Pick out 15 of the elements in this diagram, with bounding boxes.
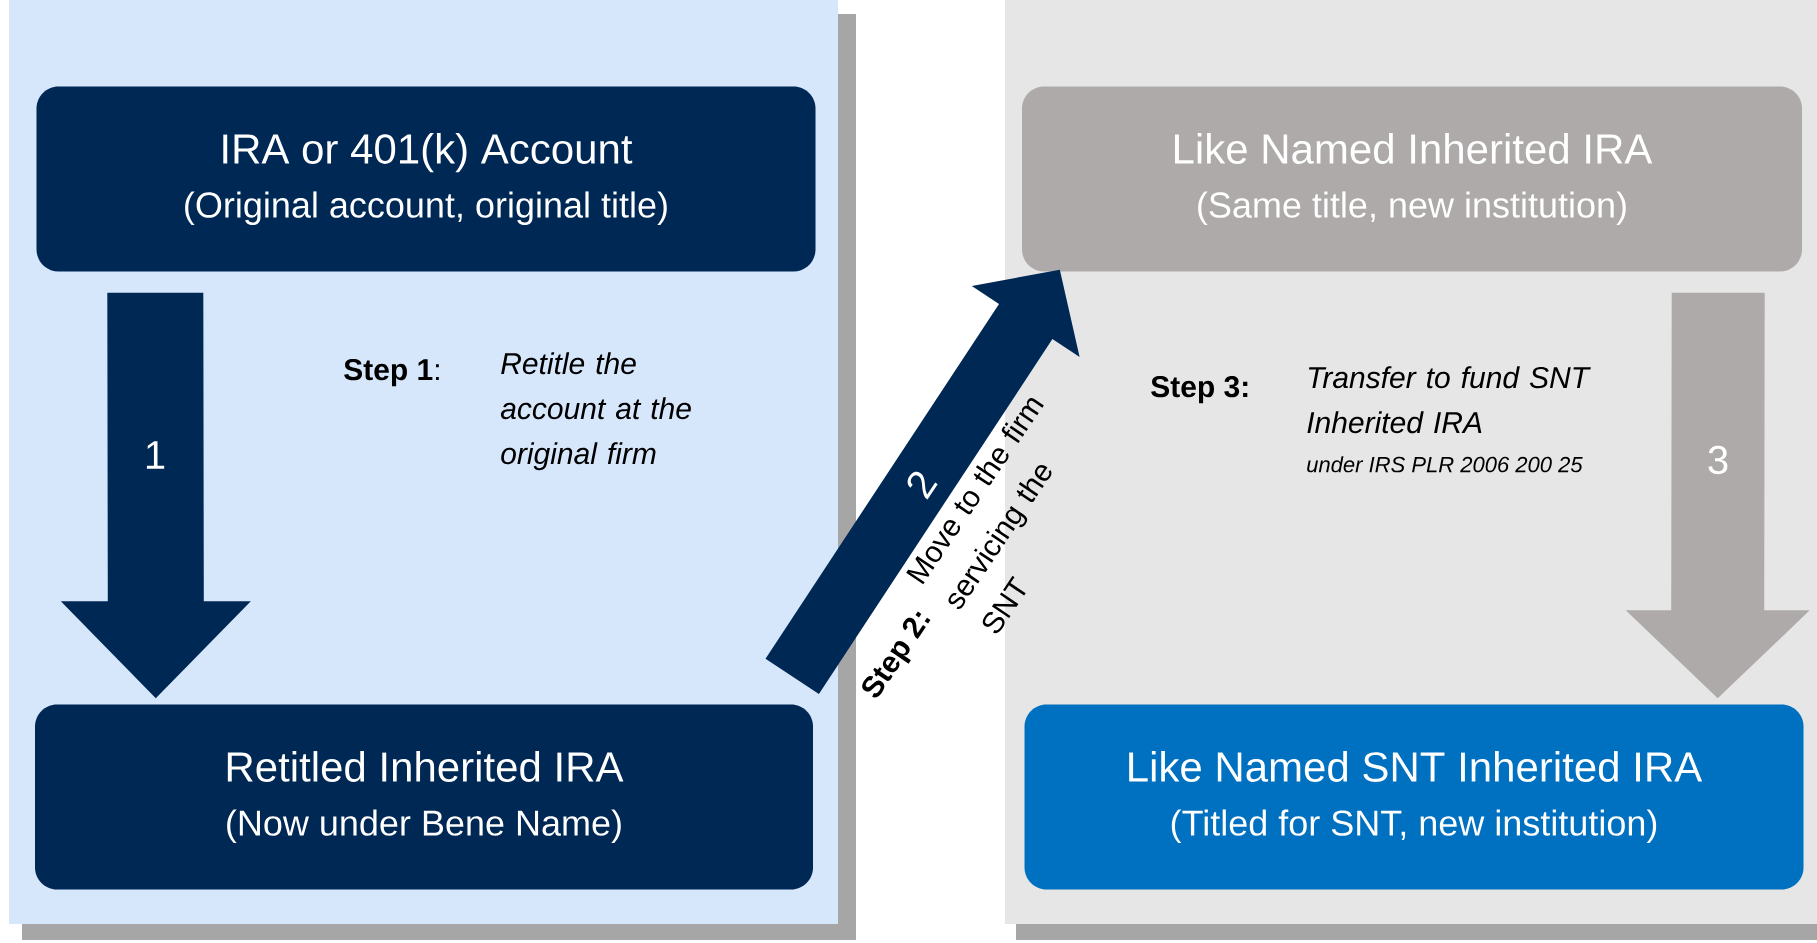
account-box: Like Named Inherited IRA (Same title, new institution) [1022, 86, 1802, 272]
step-text: under IRS PLR 2006 200 25 [1307, 456, 1583, 473]
block-arrow [60, 292, 251, 699]
account-box: Like Named SNT Inherited IRA (Titled for SNT, new institution) [1024, 704, 1804, 890]
step-text: Step 1: [344, 359, 439, 387]
step-text: Transfer to fund SNT Inherited IRA [1307, 366, 1591, 434]
step-text: Retitle the account at the original firm [500, 352, 691, 471]
edge-label: 2 [907, 471, 938, 500]
account-box: Retitled Inherited IRA (Now under Bene Name) [35, 704, 813, 890]
block-arrow [765, 269, 1080, 694]
block-arrow [1625, 292, 1810, 699]
edge-label: 1 [146, 441, 165, 469]
account-box: IRA or 401(k) Account (Original account, original title) [36, 86, 816, 272]
step-text: Step 3: [1151, 376, 1248, 404]
edge-label: 3 [1708, 445, 1728, 475]
